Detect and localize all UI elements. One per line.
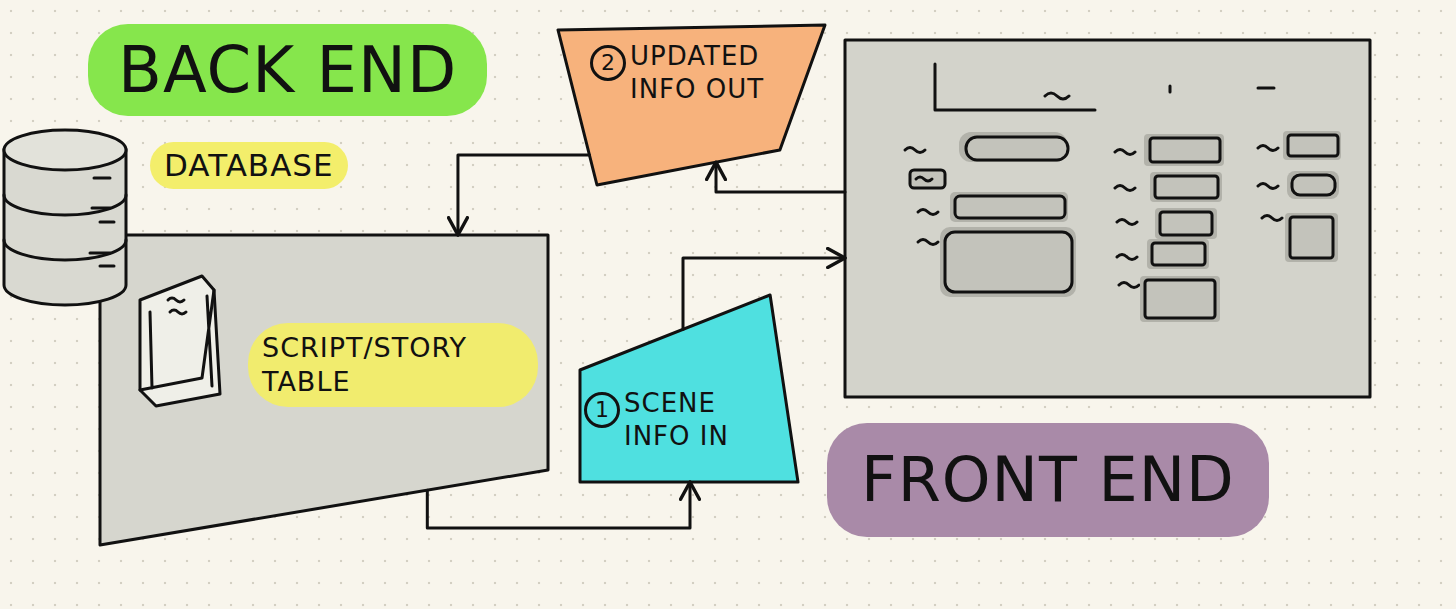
output-label: UPDATED INFO OUT bbox=[630, 40, 790, 105]
output-trapezoid: 2UPDATED INFO OUT bbox=[558, 25, 825, 185]
callout-number: 1 bbox=[584, 392, 620, 428]
frontend-heading: FRONT END bbox=[827, 423, 1269, 537]
flow-arrow bbox=[427, 482, 690, 528]
flow-arrow bbox=[716, 162, 845, 192]
node-outline bbox=[580, 295, 798, 482]
table-label: SCRIPT/STORY TABLE bbox=[248, 323, 538, 407]
node-outline bbox=[558, 25, 825, 185]
node-outline bbox=[100, 235, 548, 545]
frontend-panel: FRONT END bbox=[845, 40, 1370, 397]
callout-number: 2 bbox=[590, 45, 626, 81]
input-label: SCENE INFO IN bbox=[624, 387, 774, 452]
flow-arrow bbox=[458, 155, 590, 235]
input-trapezoid: 1SCENE INFO IN bbox=[580, 295, 798, 482]
backend-heading: BACK END bbox=[88, 24, 487, 116]
table-panel: SCRIPT/STORY TABLE bbox=[100, 235, 548, 545]
database-label: DATABASE bbox=[150, 142, 348, 189]
node-outline bbox=[845, 40, 1370, 397]
node-outline bbox=[845, 40, 1370, 397]
